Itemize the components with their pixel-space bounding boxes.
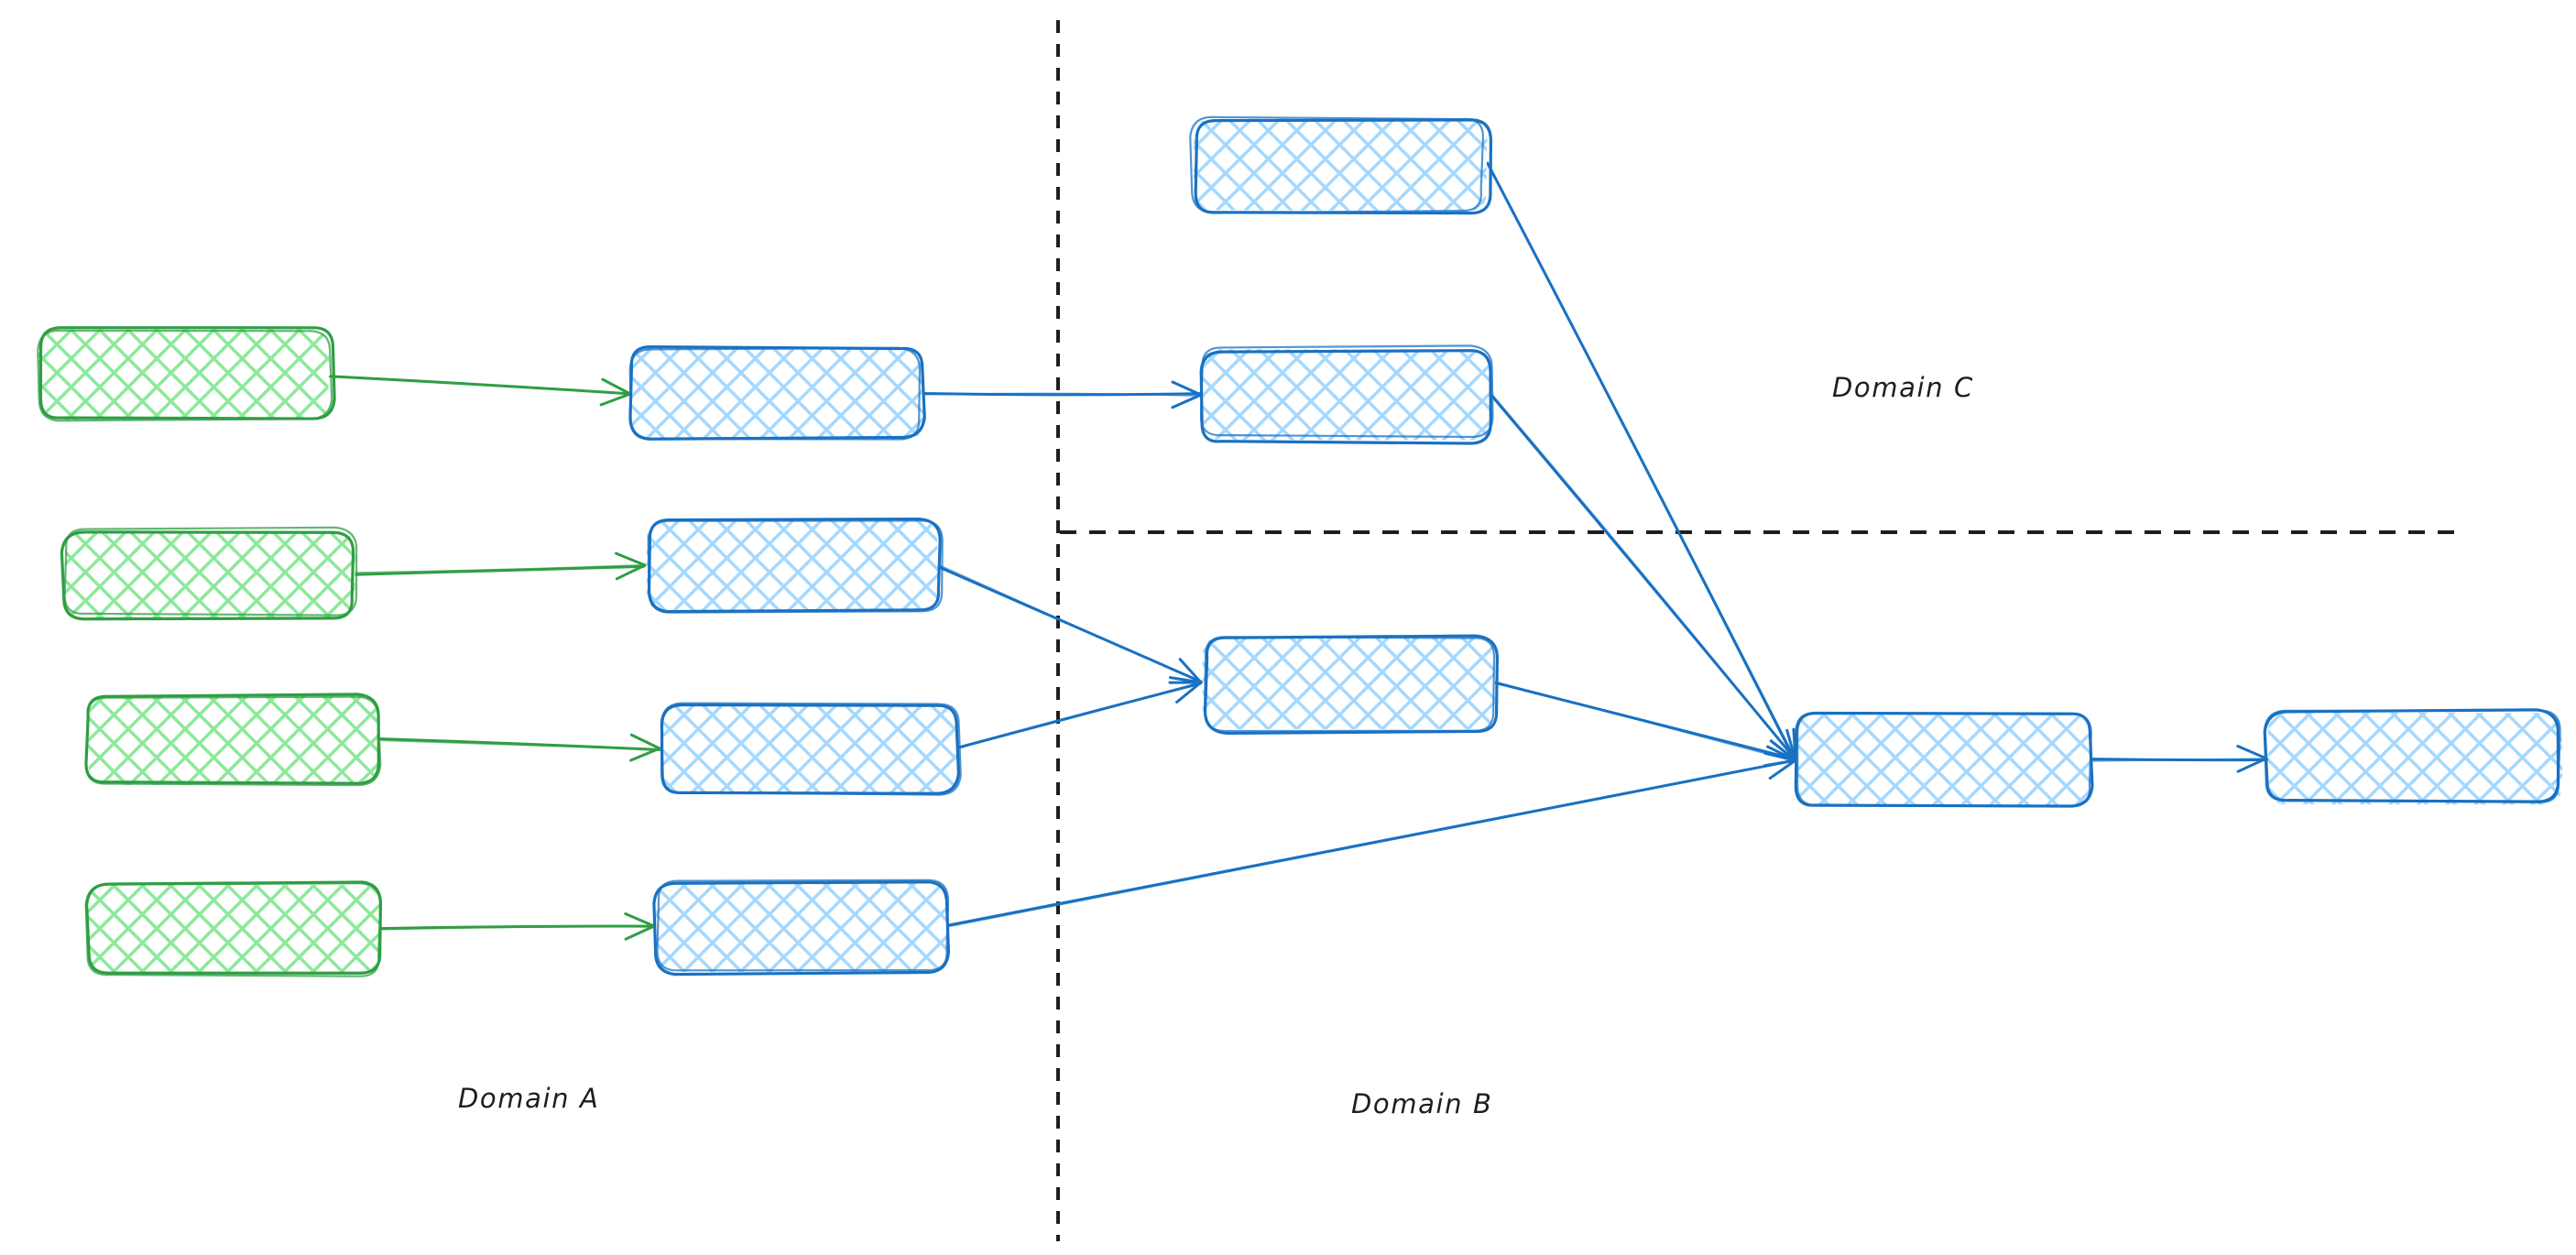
arrowhead	[615, 563, 647, 581]
arrowhead	[1175, 681, 1203, 704]
node-fill	[661, 704, 957, 794]
node-outline	[37, 329, 333, 422]
edge-edge-b2-c3	[935, 564, 1204, 684]
nodes-layer	[37, 115, 2563, 977]
arrowhead	[1168, 676, 1203, 684]
node-b4[interactable]	[652, 878, 951, 977]
edge-edge-a1-b1	[327, 375, 632, 407]
node-outline	[84, 882, 382, 977]
edge-line	[1494, 681, 1796, 763]
node-outline	[652, 880, 951, 977]
edge-edge-a2-b2	[353, 551, 647, 581]
edge-line	[353, 563, 645, 574]
node-b2[interactable]	[646, 517, 944, 614]
node-d1[interactable]	[1794, 711, 2094, 808]
domain-c-label: Domain C	[1832, 372, 1974, 403]
edge-line	[2090, 758, 2269, 762]
node-c1[interactable]	[1189, 115, 1493, 215]
arrowhead	[2236, 744, 2268, 760]
node-outline	[84, 695, 382, 787]
node-outline	[660, 702, 962, 796]
node-fill	[2267, 712, 2563, 805]
node-outline	[2263, 709, 2561, 803]
node-outline	[1199, 344, 1494, 439]
node-fill	[88, 695, 380, 786]
node-fill	[631, 348, 924, 441]
arrowhead	[615, 551, 647, 567]
edge-line	[378, 925, 655, 931]
node-c2[interactable]	[1199, 344, 1494, 445]
edge-edge-a4-b4	[377, 911, 656, 941]
edge-line	[1490, 392, 1797, 762]
arrowhead	[624, 911, 656, 928]
edge-line	[956, 682, 1201, 749]
node-fill	[1796, 714, 2091, 807]
edge-line	[948, 759, 1797, 928]
edge-edge-b1-c2	[922, 380, 1203, 409]
arrowhead	[1768, 758, 1797, 780]
arrowhead	[1769, 739, 1797, 762]
edge-edge-c1-d1	[1486, 161, 1797, 762]
domain-a-label: Domain A	[458, 1083, 600, 1114]
arrowhead	[2236, 757, 2268, 773]
edges-layer	[327, 161, 2269, 941]
node-fill	[1202, 349, 1493, 441]
node-outline	[1796, 712, 2092, 808]
edge-line	[922, 392, 1202, 398]
arrowhead	[1785, 728, 1797, 762]
arrowhead	[1178, 658, 1203, 684]
edge-line	[938, 564, 1204, 683]
node-outline	[1203, 636, 1496, 733]
arrowhead	[1763, 758, 1797, 768]
node-a3[interactable]	[84, 693, 382, 787]
node-outline	[1194, 118, 1493, 215]
node-a1[interactable]	[37, 326, 336, 422]
node-c3[interactable]	[1202, 634, 1499, 736]
edge-edge-b4-d1	[945, 751, 1797, 928]
node-fill	[64, 531, 355, 618]
node-fill	[38, 329, 329, 420]
node-outline	[1189, 115, 1485, 214]
arrowhead	[629, 733, 661, 750]
node-outline	[628, 346, 922, 441]
node-b1[interactable]	[628, 345, 926, 441]
node-a2[interactable]	[60, 526, 358, 621]
arrowhead	[629, 747, 661, 762]
node-outline	[60, 530, 355, 621]
node-b3[interactable]	[660, 702, 962, 796]
node-fill	[1202, 637, 1496, 729]
edge-line	[1487, 162, 1797, 761]
node-outline	[63, 526, 358, 617]
edge-edge-a3-b3	[377, 733, 661, 762]
arrowhead	[624, 924, 656, 941]
arrowhead	[1171, 380, 1203, 397]
node-e1[interactable]	[2263, 708, 2563, 805]
edge-edge-b3-c3	[956, 676, 1203, 749]
edge-line	[377, 739, 661, 751]
edge-line	[1486, 161, 1796, 762]
node-fill	[88, 884, 380, 975]
node-a4[interactable]	[84, 880, 383, 977]
domain-b-label: Domain B	[1351, 1088, 1493, 1119]
arrowhead	[1171, 393, 1203, 409]
edge-line	[353, 564, 646, 576]
node-fill	[646, 519, 939, 612]
node-outline	[647, 519, 944, 614]
edge-edge-c3-d1	[1490, 680, 1798, 768]
edge-edge-d1-e1	[2089, 744, 2269, 773]
edge-edge-c2-d1	[1490, 392, 1798, 762]
node-fill	[655, 882, 949, 973]
node-outline	[656, 878, 950, 972]
node-fill	[1193, 118, 1488, 212]
arrowhead	[599, 392, 632, 407]
arrowhead	[601, 377, 632, 396]
edge-line	[327, 376, 630, 395]
